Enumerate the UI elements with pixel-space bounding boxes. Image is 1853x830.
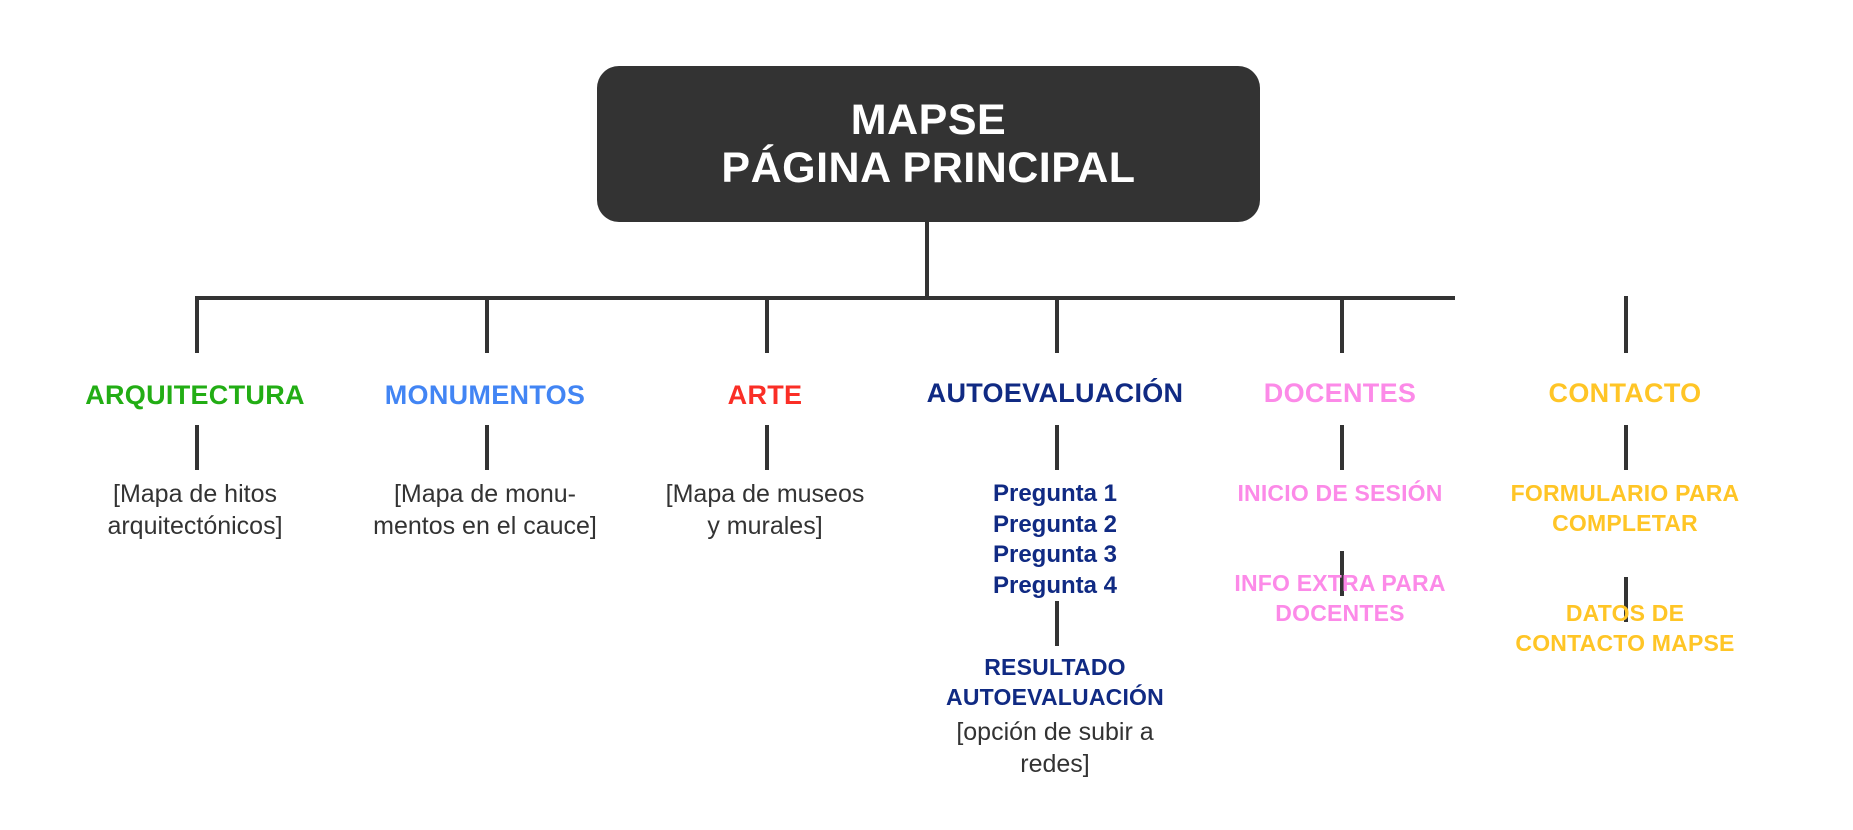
info-extra-line-2: DOCENTES [1275,600,1405,627]
formulario-line-2[interactable]: COMPLETAR [1552,510,1698,537]
pregunta-2[interactable]: Pregunta 2 [992,510,1118,538]
child-monumentos-mapa-cauce: [Mapa de monu- mentos en el cauce] [330,478,640,542]
branch-autoevaluacion[interactable]: AUTOEVALUACIÓN [900,378,1210,409]
connector-stem-arte [765,296,769,353]
connector-inicio-sesion-to-info-extra [1340,551,1344,596]
resultado-opcion-line-1: [opción de subir a [956,717,1154,746]
pregunta-3[interactable]: Pregunta 3 [992,541,1118,569]
connector-arte-to-child [765,425,769,470]
resultado-line-2: AUTOEVALUACIÓN [946,684,1164,711]
branch-label-autoevaluacion[interactable]: AUTOEVALUACIÓN [926,378,1184,408]
child-arquitectura-mapa-hitos: [Mapa de hitos arquitectónicos] [40,478,350,542]
pregunta-4[interactable]: Pregunta 4 [992,572,1118,600]
branch-contacto[interactable]: CONTACTO [1470,378,1780,409]
branch-docentes[interactable]: DOCENTES [1185,378,1495,409]
datos-contacto-line-2: CONTACTO MAPSE [1515,630,1735,657]
connector-horizontal-bus [195,296,1455,300]
branch-arte[interactable]: ARTE [610,380,920,411]
root-title-line-1: MAPSE [850,95,1007,144]
info-extra-line-1: INFO EXTRA PARA [1234,570,1446,596]
branch-arquitectura[interactable]: ARQUITECTURA [40,380,350,411]
child-monumentos-line-1: [Mapa de monu- [393,480,577,508]
child-arquitectura-line-2: arquitectónicos] [107,512,283,540]
resultado-line-1: RESULTADO [984,654,1126,680]
child-contacto-formulario[interactable]: FORMULARIO PARA COMPLETAR [1470,478,1780,539]
connector-stem-arquitectura [195,296,199,353]
datos-contacto-line-1: DATOS DE [1565,600,1685,626]
connector-monumentos-to-child [485,425,489,470]
connector-autoevaluacion-to-preguntas [1055,425,1059,470]
child-docentes-inicio-sesion[interactable]: INICIO DE SESIÓN [1185,478,1495,508]
branch-label-monumentos[interactable]: MONUMENTOS [384,380,586,410]
child-monumentos-line-2: mentos en el cauce] [373,512,597,540]
child-docentes-info-extra: INFO EXTRA PARA DOCENTES [1185,568,1495,629]
child-arte-mapa-museos: [Mapa de museos y murales] [610,478,920,542]
child-autoevaluacion-resultado: RESULTADO AUTOEVALUACIÓN [opción de subi… [900,652,1210,780]
inicio-de-sesion-label[interactable]: INICIO DE SESIÓN [1237,480,1443,506]
branch-label-docentes[interactable]: DOCENTES [1263,378,1417,408]
pregunta-1[interactable]: Pregunta 1 [992,480,1118,507]
child-autoevaluacion-preguntas: Pregunta 1 Pregunta 2 Pregunta 3 Pregunt… [900,479,1210,602]
child-arte-line-2: y murales] [707,512,823,540]
branch-label-contacto[interactable]: CONTACTO [1548,378,1702,408]
branch-label-arte[interactable]: ARTE [727,380,803,410]
connector-stem-monumentos [485,296,489,353]
branch-label-arquitectura[interactable]: ARQUITECTURA [85,380,305,410]
connector-stem-contacto [1624,296,1628,353]
connector-docentes-to-inicio-sesion [1340,425,1344,470]
child-contacto-datos: DATOS DE CONTACTO MAPSE [1470,598,1780,659]
formulario-line-1[interactable]: FORMULARIO PARA [1510,480,1740,506]
connector-root-trunk [925,222,929,299]
resultado-opcion-line-2: redes] [1020,749,1090,778]
child-arquitectura-line-1: [Mapa de hitos [113,480,277,508]
connector-contacto-to-formulario [1624,425,1628,470]
connector-formulario-to-datos [1624,577,1628,622]
branch-monumentos[interactable]: MONUMENTOS [330,380,640,411]
connector-arquitectura-to-child [195,425,199,470]
connector-preguntas-to-resultado [1055,601,1059,646]
child-arte-line-1: [Mapa de museos [665,480,865,508]
connector-stem-autoevaluacion [1055,296,1059,353]
connector-stem-docentes [1340,296,1344,353]
root-title-line-2: PÁGINA PRINCIPAL [721,144,1136,192]
root-node-mapse-pagina-principal[interactable]: MAPSE PÁGINA PRINCIPAL [597,66,1260,222]
